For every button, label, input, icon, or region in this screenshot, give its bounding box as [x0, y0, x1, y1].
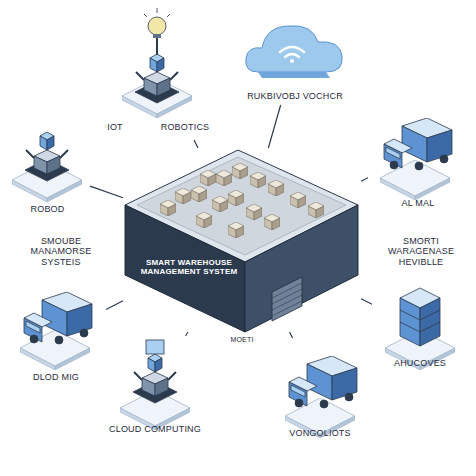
connector-line [290, 332, 293, 338]
robot-arm-node: IOT ROBOTICS [95, 8, 230, 140]
robot-node: ROBOD [5, 122, 90, 220]
connector-line [268, 105, 280, 148]
node-label: RUKBIVOBJ VOCHCR [230, 91, 360, 101]
node-label: VONGOLIOTS [262, 428, 378, 438]
truck-node: VONGOLIOTS [262, 338, 378, 444]
warehouse-node: SMART WAREHOUSE MANAGEMENT SYSTEM [123, 148, 361, 332]
connector-line [106, 301, 123, 310]
connector-line [361, 299, 372, 304]
connector-line [361, 178, 368, 181]
node-label: ROBOD [5, 204, 90, 214]
node-label: CLOUD COMPUTING [95, 424, 215, 434]
node-label: AHUCOVES [372, 358, 468, 368]
free-label: SMOUBE MANAMORSE SYSTEIS [10, 236, 112, 267]
cloud-node: RUKBIVOBJ VOCHCR [230, 5, 360, 105]
connector-line [90, 186, 123, 198]
node-label: IOT [95, 122, 135, 132]
robot-node: CLOUD COMPUTING [95, 336, 215, 440]
connector-line [186, 332, 188, 336]
connector-line [194, 140, 198, 148]
truck-node: AL MAL [368, 92, 468, 214]
free-label: SMORTI WARAGENASE HEVIBLLE [368, 236, 474, 267]
server-node: AHUCOVES [372, 282, 468, 374]
free-label: MOETI [228, 336, 256, 344]
node-label: ROBOTICS [147, 122, 223, 132]
node-label: AL MAL [368, 198, 468, 208]
node-label: DLOD MIG [6, 372, 106, 382]
wall-title: SMART WAREHOUSE MANAGEMENT SYSTEM [140, 258, 238, 276]
truck-node: DLOD MIG [6, 282, 106, 388]
